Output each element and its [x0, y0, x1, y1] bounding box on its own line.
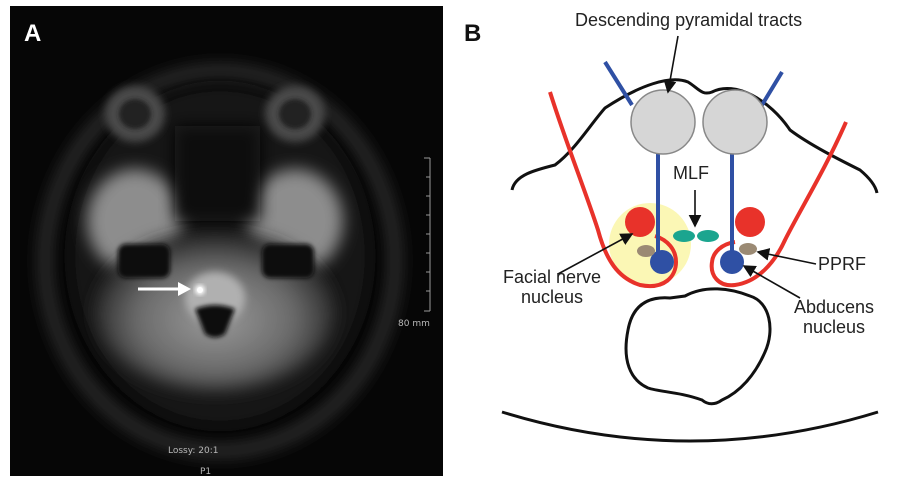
left-facial-nerve — [548, 91, 679, 289]
left-mlf — [673, 230, 695, 242]
right-facial-nerve-nucleus — [735, 207, 765, 237]
label-abducens-line2: nucleus — [802, 317, 866, 337]
label-abducens-line1: Abducens — [793, 297, 875, 317]
right-abducens-nerve — [730, 70, 784, 255]
right-pyramidal-tract — [702, 89, 768, 155]
label-pprf: PPRF — [818, 254, 867, 274]
compression-label: Lossy: 20:1 — [168, 446, 219, 456]
label-facial-line1: Facial nerve — [502, 267, 602, 287]
image-series-label: P1 — [200, 467, 212, 477]
right-abducens-nucleus — [720, 250, 744, 274]
label-facial-nerve-nucleus: Facial nerve nucleus — [497, 267, 607, 307]
left-abducens-nucleus — [650, 250, 674, 274]
scale-label: 80 mm — [398, 319, 430, 329]
mri-image — [10, 6, 443, 476]
right-mlf — [697, 230, 719, 242]
diagram-panel: B Descending pyramidal tracts MLF Facial… — [450, 0, 900, 482]
panel-b-label: B — [464, 20, 482, 47]
label-abducens-nucleus: Abducens nucleus — [784, 297, 884, 337]
white-arrow-icon — [138, 282, 191, 296]
left-pprf — [637, 245, 655, 257]
fourth-ventricle-outline — [624, 287, 772, 406]
label-facial-line2: nucleus — [520, 287, 584, 307]
scale-ruler — [424, 157, 431, 312]
left-abducens-nerve — [603, 60, 660, 255]
mri-panel: A 80 mm Lossy: 20:1 P1 — [10, 6, 443, 476]
right-facial-nerve — [709, 121, 848, 288]
leader-arrows — [557, 35, 817, 299]
right-pprf — [739, 243, 757, 255]
pons-diagram — [501, 35, 879, 443]
label-mlf: MLF — [673, 163, 709, 183]
left-facial-nerve-nucleus — [625, 207, 655, 237]
label-descending-pyramidal-tracts: Descending pyramidal tracts — [575, 10, 803, 30]
cerebellum-arc — [501, 410, 879, 443]
panel-a-label: A — [24, 20, 42, 47]
pons-outline — [510, 78, 879, 194]
left-pyramidal-tract — [630, 89, 696, 155]
